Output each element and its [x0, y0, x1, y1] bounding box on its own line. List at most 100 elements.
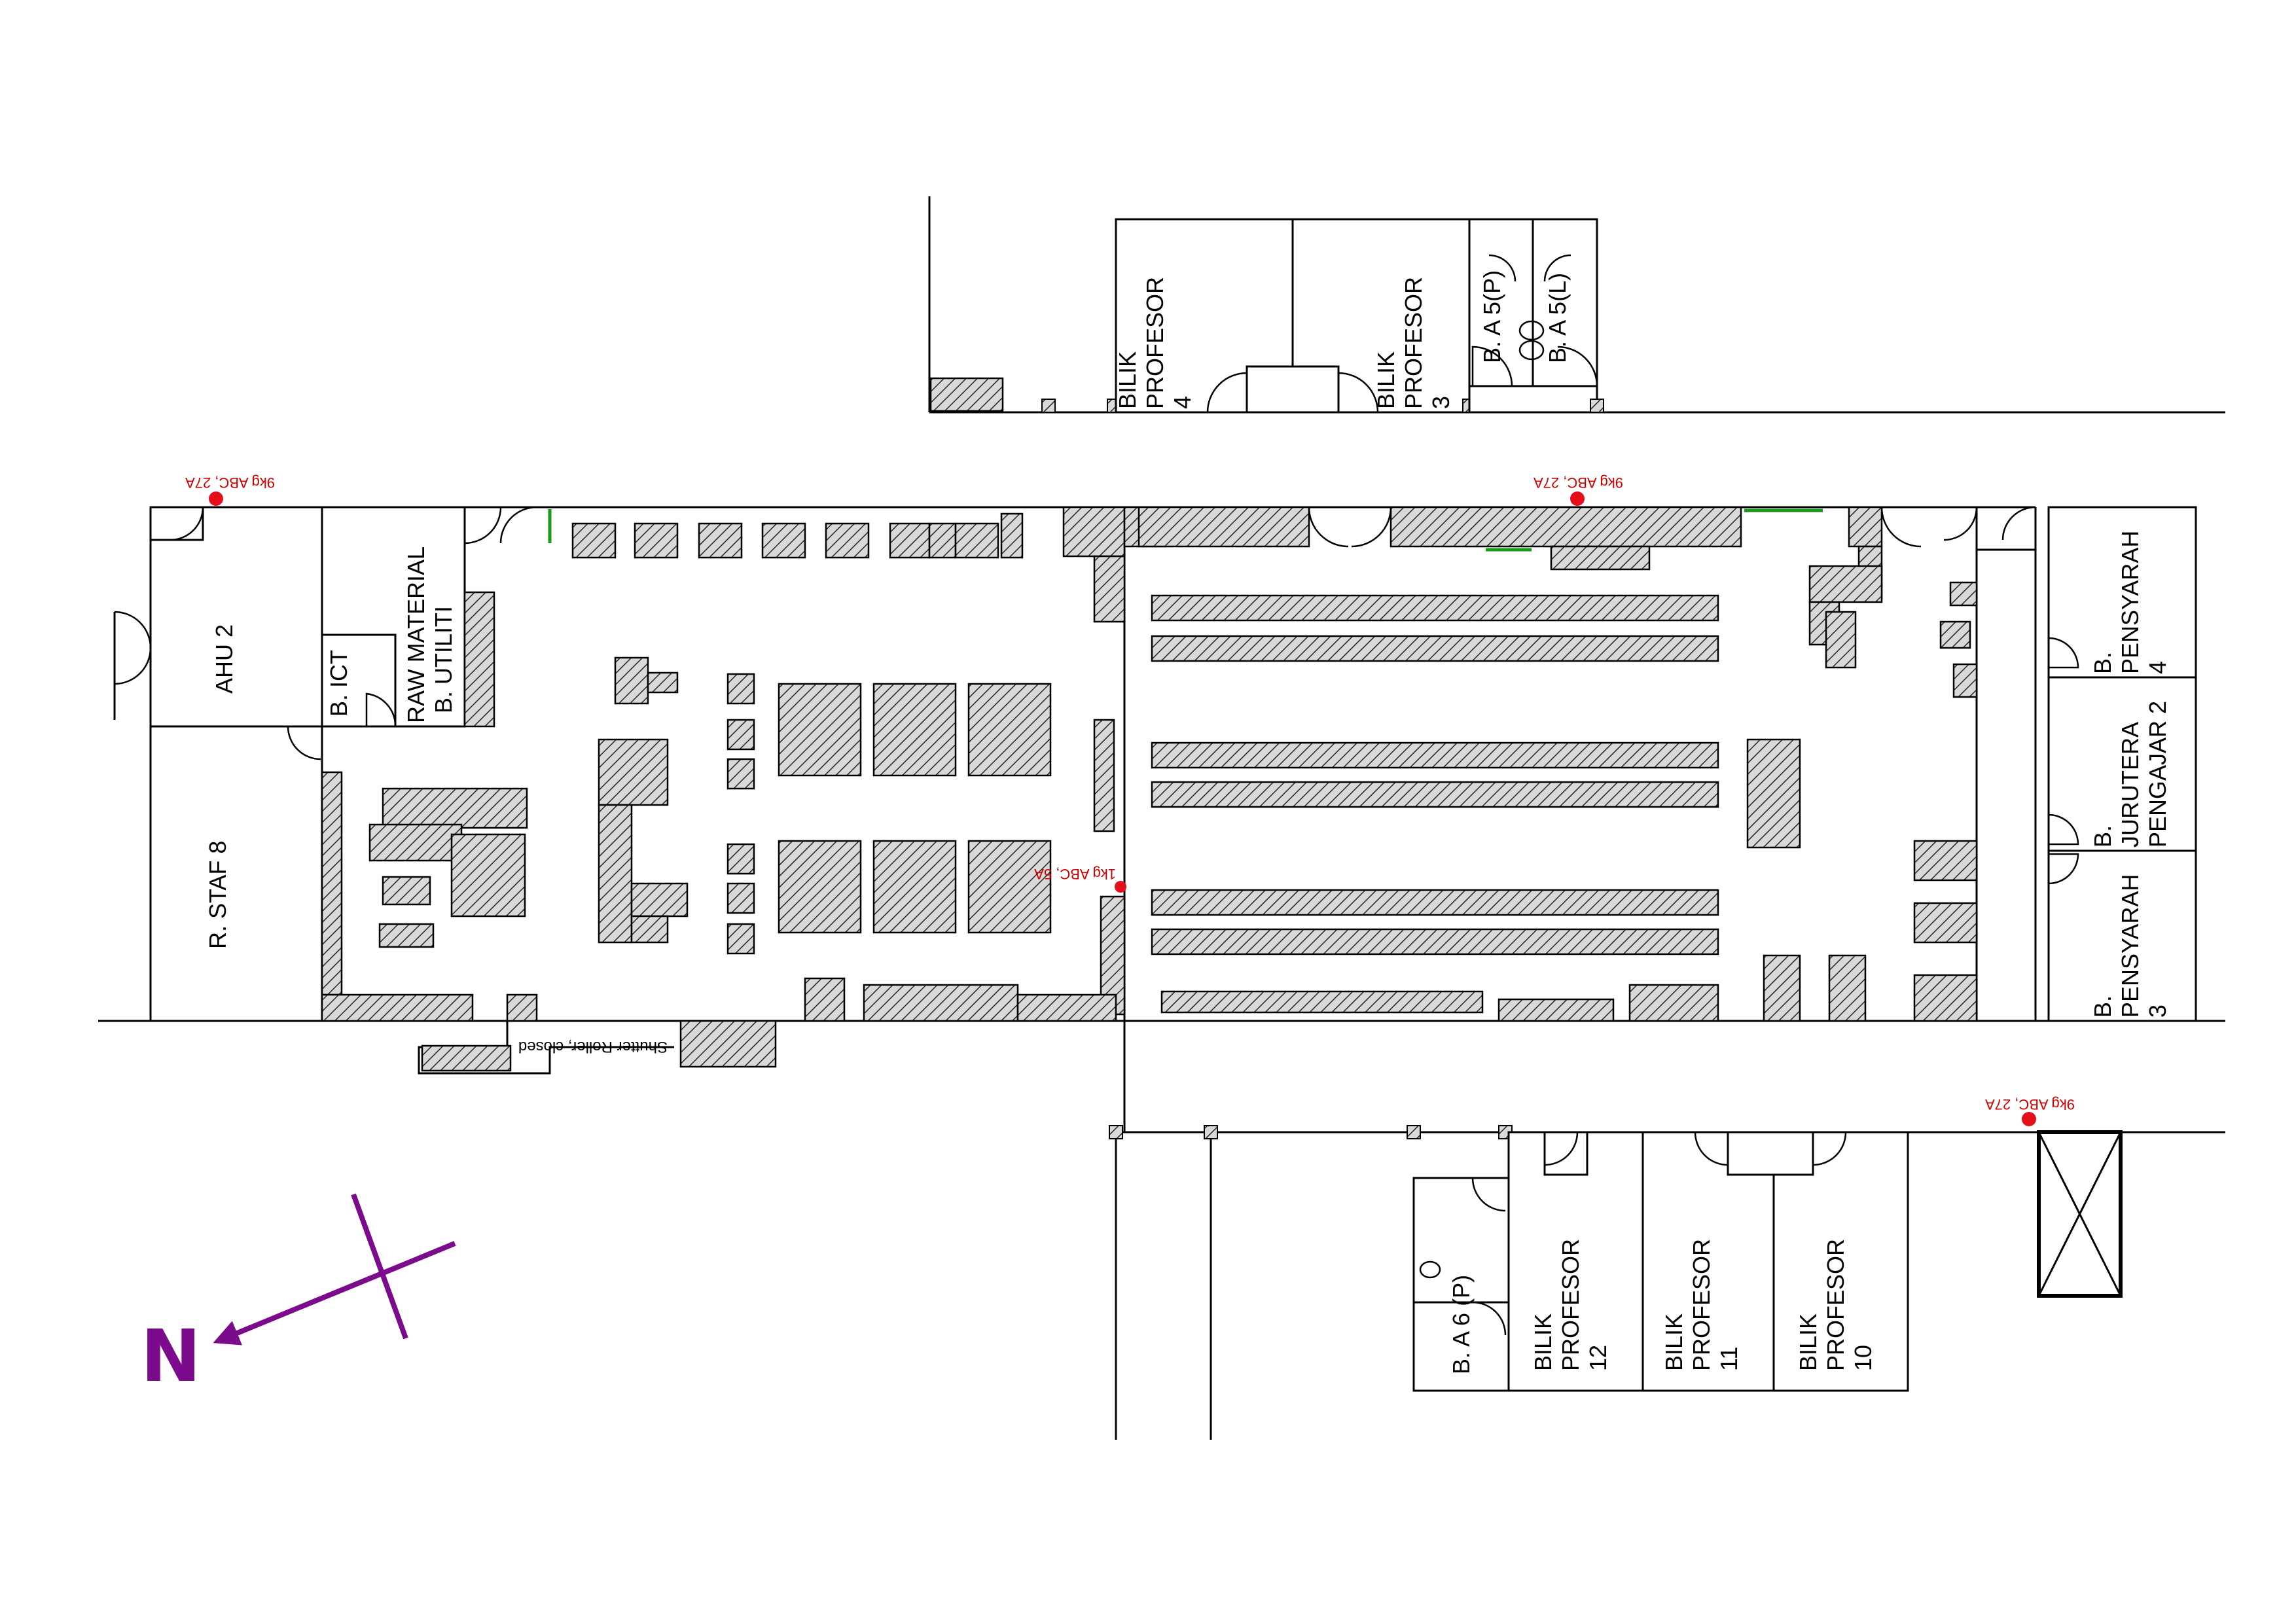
- label-ba6p: B. A 6 (P): [1448, 1275, 1475, 1374]
- label-ba5p: B. A 5(P): [1479, 270, 1505, 363]
- door: [170, 507, 204, 541]
- label-r-staf-8: R. STAF 8: [204, 841, 231, 949]
- door: [1472, 1301, 1507, 1336]
- door: [287, 726, 321, 760]
- extinguisher-label-3: 1kg ABC, 5A: [1034, 866, 1116, 882]
- east-lab: [1123, 506, 2036, 1022]
- bench: [630, 915, 669, 944]
- top-block: BILIK PROFESOR 4 BILIK PROFESOR 3 B. A 5…: [928, 196, 2225, 414]
- bench: [1763, 954, 1801, 1022]
- west-lab: Shutter Roller, closed: [321, 506, 1126, 1075]
- north-compass: N: [141, 1193, 456, 1398]
- bench: [634, 522, 679, 559]
- lab-table: [778, 683, 862, 777]
- bench: [1939, 620, 1971, 649]
- label-b-ict: B. ICT: [325, 650, 352, 717]
- workstation-row: [1151, 889, 1719, 916]
- label-ahu-2: AHU 2: [211, 624, 238, 694]
- label-bilik-profesor-4: BILIK PROFESOR 4: [1114, 270, 1196, 409]
- bench: [1848, 506, 1883, 548]
- workstation-row: [1151, 781, 1719, 808]
- label-bilik-profesor-3: BILIK PROFESOR 3: [1372, 270, 1454, 409]
- bench: [368, 823, 463, 862]
- double-door: [114, 611, 152, 685]
- door: [1338, 372, 1379, 414]
- extinguisher-marker: [1115, 881, 1126, 893]
- label-pensyarah-4: B. PENSYARAH 4: [2089, 524, 2171, 674]
- bench: [954, 522, 999, 559]
- stool: [726, 923, 755, 955]
- bench: [598, 804, 633, 944]
- bench: [1952, 663, 1978, 698]
- door: [1812, 1131, 1847, 1166]
- bench: [679, 1020, 777, 1068]
- bench: [761, 522, 806, 559]
- alcove: [1727, 1131, 1814, 1176]
- bench: [598, 738, 669, 806]
- bench: [378, 923, 435, 948]
- extinguisher-marker: [1570, 491, 1585, 506]
- office-block: [2047, 506, 2197, 1022]
- workstation-row: [1151, 635, 1719, 662]
- bench: [1808, 565, 1883, 603]
- stool: [726, 673, 755, 705]
- bench: [928, 522, 957, 559]
- label-bilik-profesor-11: BILIK PROFESOR 11: [1660, 1232, 1742, 1371]
- label-raw-material: RAW MATERIAL: [403, 546, 429, 723]
- bench: [1628, 984, 1719, 1022]
- bench: [1062, 506, 1126, 558]
- door: [1471, 346, 1513, 387]
- door: [1206, 372, 1247, 414]
- utility-hatch: [463, 591, 495, 728]
- lab-table: [872, 840, 957, 934]
- bench: [1138, 506, 1310, 548]
- ahu-alcove: [149, 506, 204, 541]
- bench: [1746, 738, 1801, 849]
- top-hatch-block: [929, 377, 1004, 412]
- label-b-utiliti: B. UTILITI: [430, 606, 457, 713]
- room-r-staf-8: [149, 725, 323, 1022]
- label-ba5l: B. A 5(L): [1544, 273, 1571, 363]
- bench: [506, 993, 538, 1022]
- lab-table: [872, 683, 957, 777]
- column-marker: [1204, 1125, 1218, 1139]
- bench: [1550, 545, 1651, 571]
- bench: [1913, 840, 1978, 882]
- door: [2048, 853, 2079, 885]
- east-offices: B. PENSYARAH 4 B. JURUTERA PENGAJAR 2 B.…: [2047, 506, 2197, 1022]
- bench: [804, 977, 846, 1022]
- label-bilik-profesor-10: BILIK PROFESOR 10: [1795, 1232, 1876, 1371]
- workstation-row: [1151, 741, 1719, 769]
- door: [1694, 1131, 1729, 1166]
- wall-bench: [321, 993, 474, 1022]
- bench: [647, 671, 679, 694]
- bottom-block: B. A 6 (P) BILIK PROFESOR 12 BILIK PROFE…: [1109, 1125, 2225, 1440]
- door: [1943, 507, 1978, 541]
- bench: [382, 876, 431, 906]
- label-bilik-profesor-12: BILIK PROFESOR 12: [1530, 1232, 1611, 1371]
- workstation-row: [1151, 928, 1719, 955]
- workstation-row: [1151, 594, 1719, 622]
- note-shutter-roller: Shutter Roller, closed: [518, 1038, 668, 1056]
- bench: [630, 882, 689, 918]
- wall-bench: [321, 771, 343, 996]
- extinguisher-label-4: 9kg ABC, 27A: [1985, 1096, 2075, 1113]
- door: [1488, 254, 1516, 282]
- door: [463, 507, 502, 544]
- door: [1471, 1177, 1506, 1212]
- label-jurutera-pengajar-2: B. JURUTERA PENGAJAR 2: [2089, 701, 2171, 847]
- door: [1544, 1131, 1579, 1166]
- column-marker: [1407, 1125, 1421, 1139]
- bench: [863, 984, 1019, 1022]
- bench: [1016, 993, 1117, 1022]
- lab-table: [967, 683, 1052, 777]
- bench: [1000, 512, 1024, 559]
- bench: [1828, 954, 1867, 1022]
- bench: [1913, 974, 1978, 1022]
- extinguisher-marker: [209, 491, 223, 506]
- workstation-row: [1160, 990, 1484, 1014]
- stool: [726, 719, 755, 751]
- bench: [1093, 555, 1126, 623]
- bench: [421, 1044, 512, 1072]
